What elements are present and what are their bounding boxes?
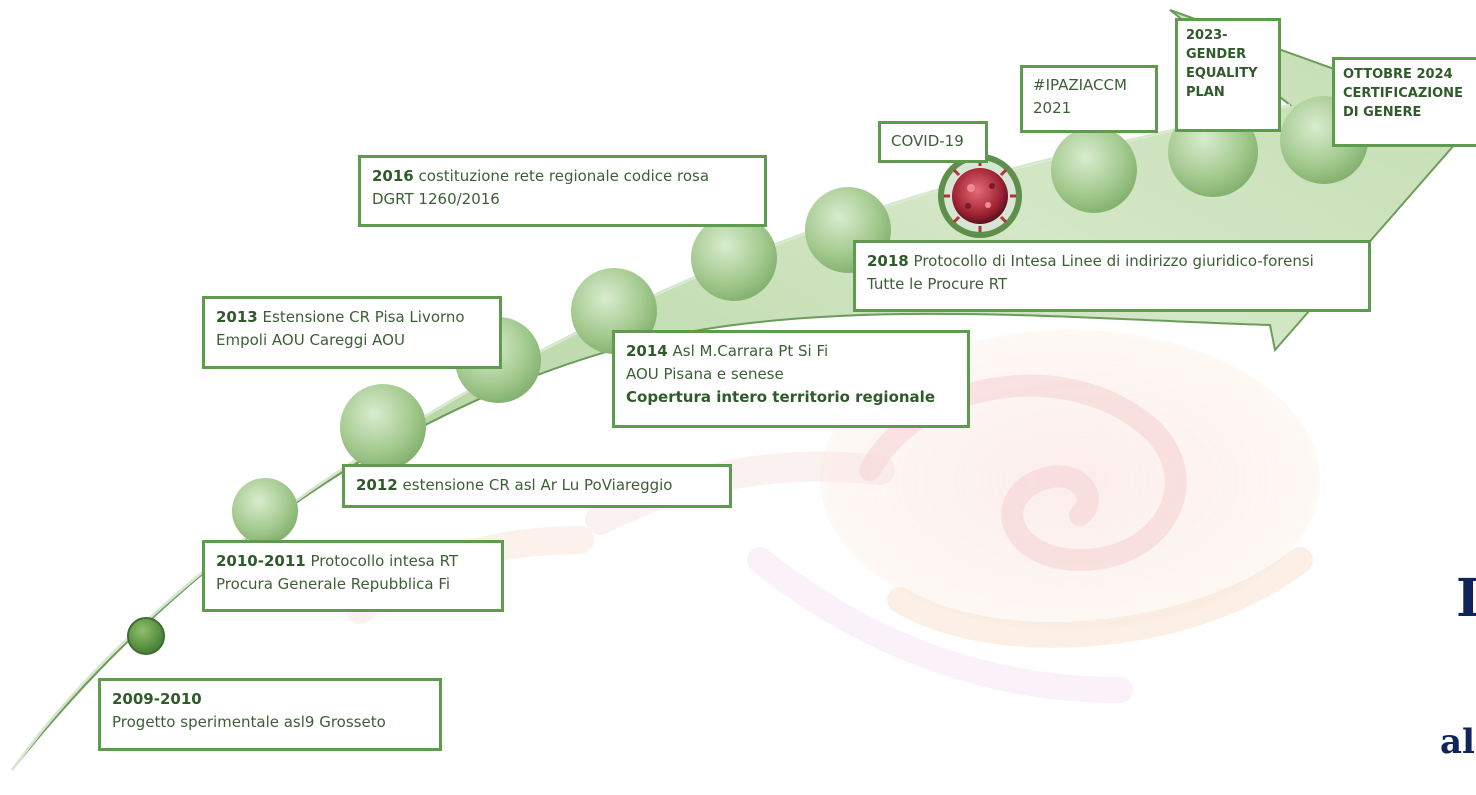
milestone-text: PLAN (1186, 85, 1225, 100)
milestone-text: 2023- (1186, 28, 1228, 43)
milestone-certificazione: OTTOBRE 2024 CERTIFICAZIONE DI GENERE (1332, 57, 1476, 147)
milestone-text: Estensione CR Pisa Livorno (262, 308, 465, 326)
milestone-highlight: Copertura intero territorio regionale (626, 388, 935, 406)
milestone-ipazia: #IPAZIACCM 2021 (1020, 65, 1158, 133)
milestone-text: EQUALITY (1186, 66, 1258, 81)
marker-2016 (691, 215, 777, 301)
milestone-covid: COVID-19 (878, 121, 988, 163)
milestone-2018: 2018 Protocollo di Intesa Linee di indir… (853, 240, 1371, 312)
milestone-year: 2012 (356, 476, 398, 494)
milestone-text: costituzione rete regionale codice rosa (418, 167, 710, 185)
milestone-text: AOU Pisana e senese (626, 365, 784, 383)
milestone-2013: 2013 Estensione CR Pisa Livorno Empoli A… (202, 296, 502, 369)
milestone-label: COVID-19 (891, 132, 964, 150)
cut-off-heading: I (1456, 568, 1476, 629)
milestone-text: estensione CR asl Ar Lu PoViareggio (402, 476, 673, 494)
milestone-text: Procura Generale Repubblica Fi (216, 575, 451, 593)
milestone-2014: 2014 Asl M.Carrara Pt Si Fi AOU Pisana e… (612, 330, 970, 428)
milestone-gender-plan: 2023- GENDER EQUALITY PLAN (1175, 18, 1281, 132)
marker-2010 (232, 478, 298, 544)
milestone-text: Protocollo di Intesa Linee di indirizzo … (913, 252, 1314, 270)
milestone-text: GENDER (1186, 47, 1247, 62)
milestone-year: 2010-2011 (216, 552, 306, 570)
milestone-text: OTTOBRE 2024 (1343, 67, 1453, 82)
milestone-year: 2014 (626, 342, 668, 360)
milestone-text: #IPAZIACCM (1033, 76, 1127, 94)
milestone-text: Protocollo intesa RT (310, 552, 459, 570)
milestone-2009: 2009-2010 Progetto sperimentale asl9 Gro… (98, 678, 442, 751)
milestone-text: Progetto sperimentale asl9 Grosseto (112, 713, 386, 731)
milestone-text: DGRT 1260/2016 (372, 190, 500, 208)
cut-off-subheading: al (1440, 722, 1475, 762)
milestone-text: DI GENERE (1343, 105, 1422, 120)
milestone-year: 2016 (372, 167, 414, 185)
milestone-2016: 2016 costituzione rete regionale codice … (358, 155, 767, 227)
milestone-text: Asl M.Carrara Pt Si Fi (672, 342, 829, 360)
milestone-year: 2013 (216, 308, 258, 326)
marker-2012 (340, 384, 426, 470)
milestone-text: Empoli AOU Careggi AOU (216, 331, 405, 349)
milestone-text: Tutte le Procure RT (867, 275, 1008, 293)
milestone-year: 2018 (867, 252, 909, 270)
milestone-2010: 2010-2011 Protocollo intesa RT Procura G… (202, 540, 504, 612)
milestone-text: CERTIFICAZIONE (1343, 86, 1463, 101)
milestone-year: 2009-2010 (112, 690, 202, 708)
marker-ipazia (1051, 127, 1137, 213)
milestone-2012: 2012 estensione CR asl Ar Lu PoViareggio (342, 464, 732, 508)
milestone-text: 2021 (1033, 99, 1072, 117)
virus-icon (938, 154, 1022, 238)
marker-2009 (127, 617, 165, 655)
